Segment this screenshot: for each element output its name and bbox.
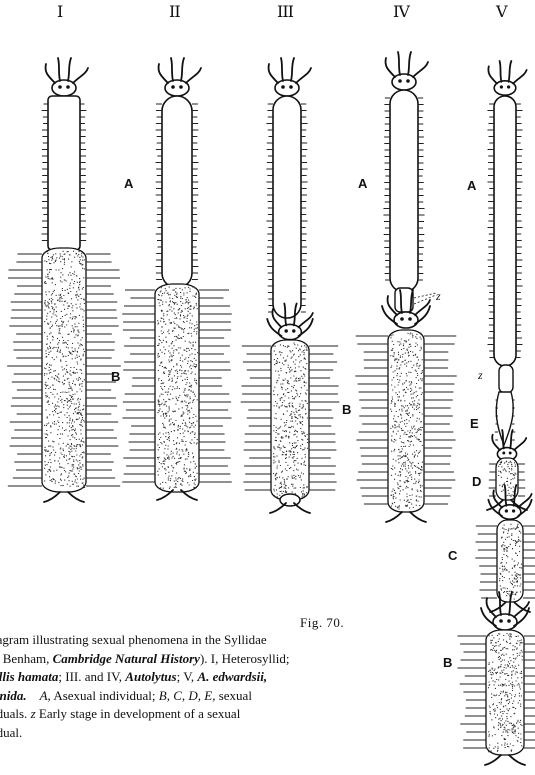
eye: [281, 85, 285, 89]
label-E: E: [470, 416, 479, 431]
eye: [509, 452, 512, 455]
asexual-body-segment: [48, 96, 80, 250]
eye: [400, 317, 404, 321]
eye: [499, 619, 503, 623]
worm-I: [7, 58, 121, 502]
caption-text: , Asexual individual;: [48, 688, 159, 703]
eye: [289, 85, 293, 89]
asexual-body-segment: [390, 90, 418, 292]
worm-V: [457, 61, 535, 765]
caption-text: B, C, D, E,: [159, 688, 216, 703]
figure-title: Fig. 70.: [300, 615, 344, 631]
caption-text: n Benham,: [0, 651, 53, 666]
caption-text: anida.: [0, 688, 27, 703]
label-z-IV: z: [436, 289, 441, 304]
eye: [284, 329, 287, 332]
eye: [500, 85, 503, 88]
tentacle-icon: [45, 58, 88, 83]
tentacle-icon: [158, 58, 201, 83]
eye: [502, 452, 505, 455]
eye: [179, 85, 183, 89]
eye: [507, 85, 510, 88]
eye: [171, 85, 175, 89]
caption-text: ; V,: [177, 669, 198, 684]
caption-text: yllis hamata: [0, 669, 58, 684]
caption-text: A: [40, 688, 48, 703]
anal-cirri-icon: [44, 492, 84, 502]
eye: [66, 85, 70, 89]
sexual-body-segment: [388, 330, 424, 512]
label-B-I: B: [111, 369, 120, 384]
tentacle-icon: [385, 52, 428, 77]
asexual-body-segment: [494, 96, 516, 366]
tentacle-icon: [488, 61, 526, 84]
asexual-body-segment: [162, 96, 192, 288]
worm-IV: [355, 52, 456, 522]
caption-text: iduals.: [0, 706, 31, 721]
eye: [292, 329, 295, 332]
eye: [398, 79, 402, 83]
numeral-V: V: [496, 2, 507, 21]
label-D: D: [472, 474, 481, 489]
asexual-body-segment: [273, 96, 301, 318]
label-A-IV: A: [358, 176, 367, 191]
numeral-I: I: [57, 2, 62, 21]
eye: [505, 509, 508, 512]
sexual-body-segment: [271, 340, 309, 500]
label-B-V: B: [443, 655, 452, 670]
label-A-II: A: [124, 176, 133, 191]
caption-text: sexual: [215, 688, 251, 703]
pointer-line: [414, 293, 436, 304]
numeral-IV: IV: [393, 2, 409, 21]
label-z-V: z: [478, 368, 483, 383]
worm-II: [122, 58, 232, 500]
label-C: C: [448, 548, 457, 563]
eye: [507, 619, 511, 623]
caption-text: Cambridge Natural History: [53, 651, 200, 666]
numeral-II: II: [169, 2, 180, 21]
caption-text: idual.: [0, 725, 22, 740]
eye: [406, 79, 410, 83]
budding-zone-z: [499, 365, 513, 393]
caption-text: Early stage in development of a sexual: [36, 706, 241, 721]
label-A-V: A: [467, 178, 476, 193]
caption-text: ; III. and IV,: [58, 669, 125, 684]
eye: [408, 317, 412, 321]
pygidium: [280, 494, 300, 506]
worm-III: [241, 58, 340, 513]
caption-text: Autolytus: [125, 669, 176, 684]
anal-cirri-icon: [386, 512, 426, 522]
tentacle-icon: [268, 58, 311, 83]
anal-cirri-icon: [485, 755, 525, 765]
eye: [512, 509, 515, 512]
figure-caption: iagram illustrating sexual phenomena in …: [0, 631, 398, 742]
caption-text: ). I, Heterosyllid;: [200, 651, 290, 666]
eye: [58, 85, 62, 89]
numeral-III: III: [277, 2, 293, 21]
caption-text: iagram illustrating sexual phenomena in …: [0, 632, 267, 647]
caption-text: A. edwardsii,: [197, 669, 267, 684]
label-B-III: B: [342, 402, 351, 417]
